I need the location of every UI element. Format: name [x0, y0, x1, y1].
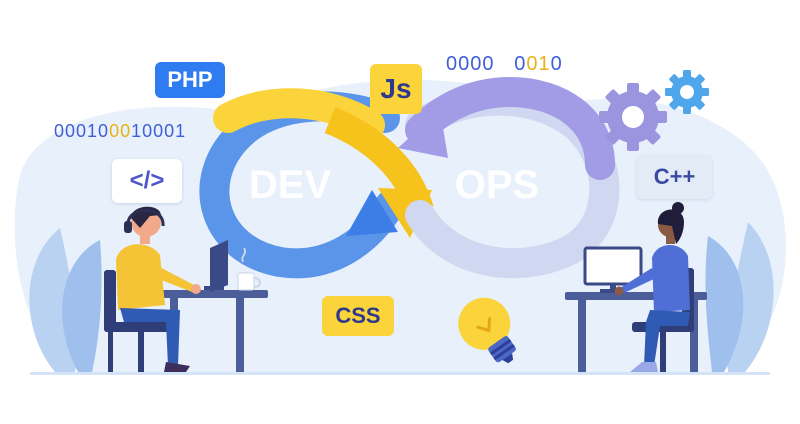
floor-line: [30, 372, 770, 375]
dev-label: DEV: [249, 163, 332, 207]
binary-top-part: 0: [514, 53, 527, 75]
binary-left-highlight: 00: [109, 121, 132, 141]
monitor-left: [204, 240, 228, 292]
chair-left: [104, 270, 174, 372]
cpp-tag-label: C++: [653, 164, 696, 189]
js-tag-label: Js: [380, 73, 412, 104]
binary-left: 000100010001: [54, 121, 186, 142]
coffee-cup-icon: [237, 247, 261, 291]
lightbulb-icon: [458, 297, 516, 364]
infinity-ops-loop: [398, 76, 620, 279]
infinity-dev-loop: [199, 88, 434, 279]
css-tag: CSS: [322, 296, 394, 336]
binary-top-highlight: 01: [526, 53, 551, 75]
binary-top-part: 0: [550, 53, 563, 75]
cpp-tag: C++: [637, 155, 712, 199]
binary-left-part: 10001: [131, 121, 187, 141]
php-tag: PHP: [155, 62, 225, 98]
gear-small-icon: [665, 70, 709, 114]
developer-man: [116, 206, 201, 372]
binary-top: 0000 0010: [446, 53, 563, 76]
binary-left-part: 00010: [54, 121, 110, 141]
css-tag-label: CSS: [335, 303, 381, 328]
js-tag: Js: [370, 64, 422, 114]
code-tag-label: </>: [129, 167, 165, 194]
code-tag: </>: [112, 159, 182, 203]
plant-left: [29, 228, 102, 372]
operations-woman: [614, 202, 690, 372]
binary-top-part: 0000: [446, 53, 502, 75]
plant-right: [705, 222, 774, 372]
monitor-right: [583, 246, 643, 293]
gear-large-icon: [599, 83, 667, 151]
ops-label: OPS: [455, 163, 539, 207]
php-tag-label: PHP: [167, 67, 213, 92]
